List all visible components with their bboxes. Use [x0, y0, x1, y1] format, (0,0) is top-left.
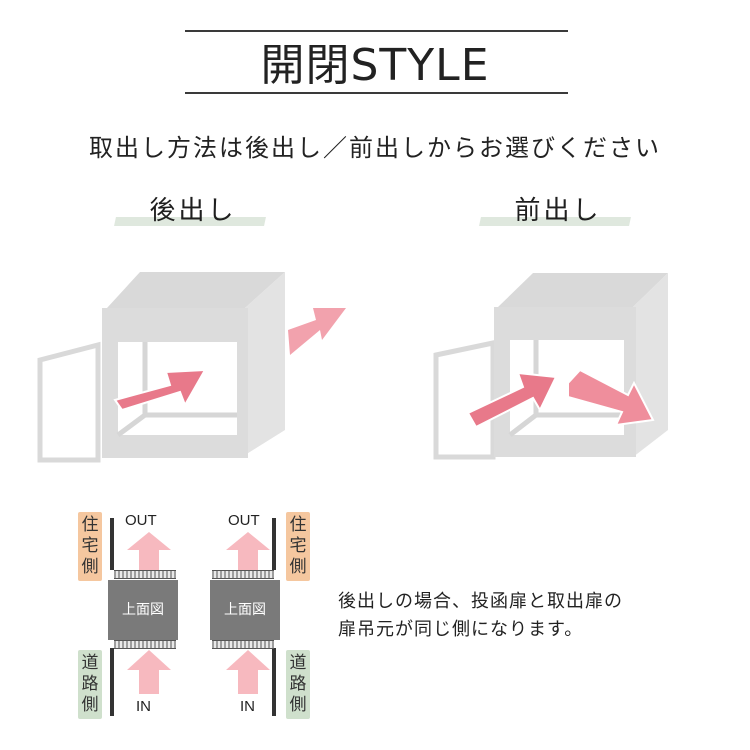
right-top-view-label: 上面図 [224, 602, 266, 618]
front-option-heading: 前出し [478, 190, 638, 227]
left-wall-line-bottom [110, 648, 114, 716]
front-box-front [494, 307, 636, 457]
rear-box-floor [116, 412, 147, 438]
rear-box-top [107, 272, 285, 308]
right-in-label: IN [240, 698, 255, 715]
right-house-side-tag: 住宅側 [286, 512, 310, 581]
right-out-label: OUT [228, 512, 260, 529]
front-door-panel [433, 339, 496, 460]
right-top-strip [212, 570, 274, 579]
rear-option-label: 後出し [149, 196, 237, 226]
left-house-side-tag: 住宅側 [78, 512, 102, 581]
right-top-view-box: 上面図 [210, 580, 280, 640]
front-incoming-arrow [466, 371, 558, 429]
left-in-arrow [127, 650, 171, 694]
front-option-label: 前出し [514, 196, 602, 226]
right-in-arrow [226, 650, 270, 694]
left-bottom-strip [114, 640, 176, 649]
title-top-rule [185, 30, 568, 32]
right-road-side-tag: 道路側 [286, 650, 310, 719]
right-out-arrow [226, 532, 270, 570]
right-wall-line-bottom [272, 648, 276, 716]
right-wall-line-top [272, 518, 276, 570]
front-outgoing-arrow [567, 368, 655, 427]
page-title: 開閉STYLE [260, 40, 490, 91]
rear-box-side [245, 272, 285, 455]
left-in-label: IN [136, 698, 151, 715]
left-road-side-tag: 道路側 [78, 650, 102, 719]
right-bottom-strip [212, 640, 274, 649]
left-wall-line-top [110, 518, 114, 570]
rear-exit-illustration [37, 272, 346, 463]
page-subtitle: 取出し方法は後出し／前出しからお選びください [89, 134, 661, 162]
description-line-1: 後出しの場合、投函扉と取出扉の [338, 591, 623, 612]
left-top-view-label: 上面図 [122, 602, 164, 618]
title-bottom-rule [185, 92, 568, 94]
front-box-floor [508, 413, 538, 437]
front-exit-illustration [433, 273, 668, 460]
rear-door-panel [37, 341, 101, 463]
rear-box-front [102, 308, 248, 458]
rear-outgoing-arrow [288, 308, 346, 355]
left-out-arrow [127, 532, 171, 570]
left-out-label: OUT [125, 512, 157, 529]
front-box-top [498, 273, 668, 307]
description-line-2: 扉吊元が同じ側になります。 [338, 619, 584, 640]
description-text: 後出しの場合、投函扉と取出扉の 扉吊元が同じ側になります。 [338, 588, 623, 644]
rear-option-heading: 後出し [113, 190, 273, 227]
rear-inner-arrow [113, 368, 207, 412]
left-top-strip [114, 570, 176, 579]
left-top-view-box: 上面図 [108, 580, 178, 640]
